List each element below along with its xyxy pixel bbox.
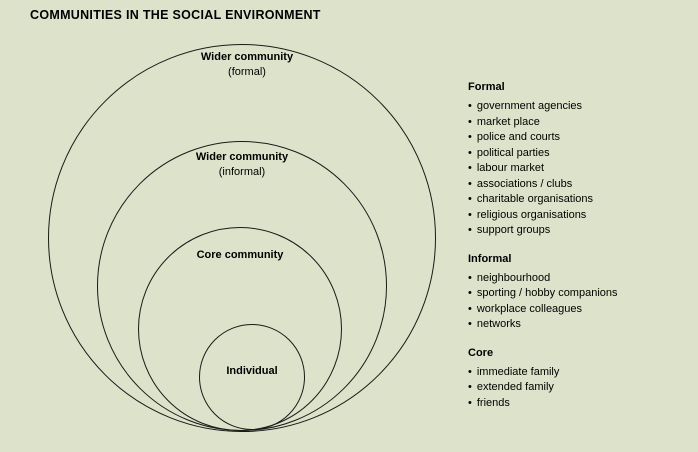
legend-item-text: friends — [476, 396, 510, 409]
legend-item: • friends — [468, 396, 626, 412]
legend-item-text: market place — [476, 115, 540, 128]
legend-item: • sporting / hobby companions — [468, 286, 626, 302]
ring-label-wider-formal: Wider community (formal) — [147, 50, 347, 80]
bullet-icon: • — [468, 115, 472, 128]
ring-individual — [199, 324, 305, 430]
legend-item-text: support groups — [476, 224, 551, 236]
bullet-icon: • — [468, 271, 472, 284]
ring-wider-community-formal — [48, 44, 436, 432]
bullet-icon: • — [468, 208, 472, 221]
legend-item: • police and courts — [468, 130, 626, 146]
legend-item-text: extended family — [476, 381, 554, 393]
ring-label-text: Core community — [196, 249, 284, 261]
legend-item: • labour market — [468, 161, 626, 177]
bullet-icon: • — [468, 193, 472, 205]
legend-item: • workplace colleagues — [468, 302, 626, 318]
legend-item: • associations / clubs — [468, 177, 626, 193]
bullet-icon: • — [468, 365, 472, 378]
legend-item: • charitable organisations — [468, 192, 626, 208]
legend-item-text: networks — [476, 318, 521, 330]
bullet-icon: • — [468, 318, 472, 330]
ring-sublabel-text: (formal) — [228, 66, 266, 78]
legend-section-core: Core • immediate family • extended famil… — [468, 346, 678, 412]
legend-item: • religious organisations — [468, 208, 626, 224]
legend-item-text: sporting / hobby companions — [476, 287, 618, 299]
legend-item-text: political parties — [476, 146, 550, 159]
legend-item-text: associations / clubs — [476, 177, 573, 190]
legend-item: • political parties — [468, 146, 626, 162]
bullet-icon: • — [468, 162, 472, 174]
legend-section-informal: Informal • neighbourhood • sporting / ho… — [468, 252, 678, 333]
ring-label-core-community: Core community — [140, 248, 340, 263]
legend-item-text: religious organisations — [476, 208, 587, 221]
bullet-icon: • — [468, 177, 472, 190]
legend-item: • extended family — [468, 380, 626, 396]
ring-label-wider-informal: Wider community (informal) — [142, 150, 342, 180]
legend: Formal • government agencies • market pl… — [468, 80, 678, 411]
ring-label-text: Individual — [226, 365, 278, 377]
ring-label-text: Wider community — [195, 151, 289, 163]
legend-item: • immediate family — [468, 365, 626, 381]
ring-sublabel-text: (informal) — [218, 166, 266, 178]
bullet-icon: • — [468, 381, 472, 393]
legend-section-formal: Formal • government agencies • market pl… — [468, 80, 678, 239]
ring-label-individual: Individual — [152, 364, 352, 379]
legend-item-text: labour market — [476, 162, 545, 174]
legend-item-text: immediate family — [476, 365, 560, 378]
bullet-icon: • — [468, 100, 472, 112]
legend-heading-informal: Informal — [468, 252, 512, 265]
legend-item: • neighbourhood — [468, 271, 626, 287]
bullet-icon: • — [468, 396, 472, 409]
legend-item-text: neighbourhood — [476, 271, 551, 284]
legend-heading-formal: Formal — [468, 81, 505, 93]
legend-item-text: police and courts — [476, 131, 561, 143]
bullet-icon: • — [468, 287, 472, 299]
bullet-icon: • — [468, 146, 472, 159]
legend-item-text: charitable organisations — [476, 193, 594, 205]
bullet-icon: • — [468, 302, 472, 315]
ring-label-text: Wider community — [200, 51, 294, 63]
legend-item-text: workplace colleagues — [476, 302, 583, 315]
legend-item-text: government agencies — [476, 100, 583, 112]
bullet-icon: • — [468, 131, 472, 143]
legend-item: • networks — [468, 317, 626, 333]
ring-core-community — [138, 227, 342, 431]
bullet-icon: • — [468, 224, 472, 236]
legend-heading-core: Core — [468, 346, 494, 359]
legend-item: • market place — [468, 115, 626, 131]
legend-item: • support groups — [468, 223, 626, 239]
page-title: COMMUNITIES IN THE SOCIAL ENVIRONMENT — [30, 8, 321, 22]
legend-item: • government agencies — [468, 99, 626, 115]
